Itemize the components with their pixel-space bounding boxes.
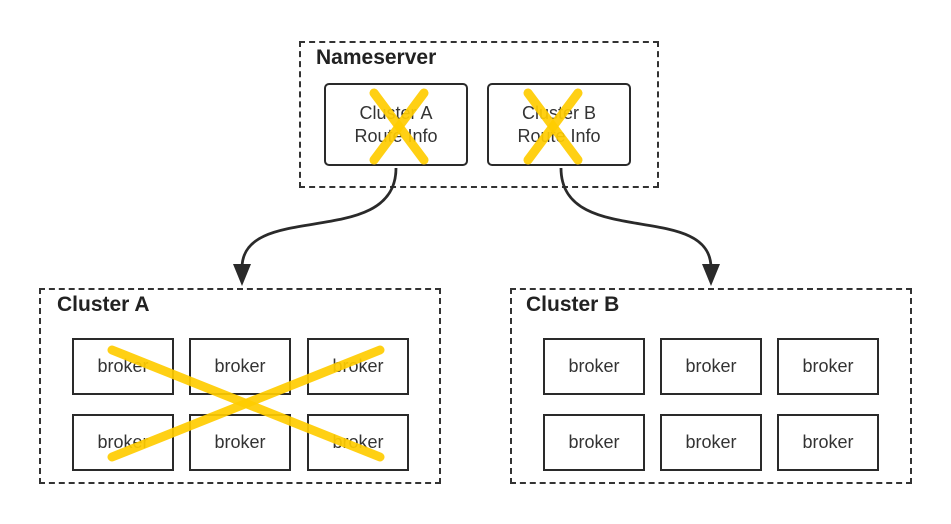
cluster-a-broker-5: broker [189, 414, 291, 471]
cluster-a-broker-2: broker [189, 338, 291, 395]
cluster-b-broker-3: broker [777, 338, 879, 395]
cluster-b-broker-2: broker [660, 338, 762, 395]
cluster-a-route-info: Cluster A Route Info [324, 83, 468, 166]
route-a-line1: Cluster A [359, 103, 433, 123]
cluster-a-broker-3: broker [307, 338, 409, 395]
cluster-a-broker-1: broker [72, 338, 174, 395]
cluster-b-broker-6: broker [777, 414, 879, 471]
nameserver-title: Nameserver [316, 46, 437, 69]
nameserver-group [299, 41, 659, 188]
cluster-b-broker-4: broker [543, 414, 645, 471]
arrowhead-cluster-a [233, 264, 251, 286]
cluster-b-route-info: Cluster B Route Info [487, 83, 631, 166]
cluster-b-broker-5: broker [660, 414, 762, 471]
cluster-a-broker-4: broker [72, 414, 174, 471]
route-a-line2: Route Info [354, 125, 438, 146]
route-b-line2: Route Info [517, 125, 601, 146]
cluster-b-broker-1: broker [543, 338, 645, 395]
route-b-line1: Cluster B [521, 103, 597, 123]
cluster-a-broker-6: broker [307, 414, 409, 471]
cluster-a-group [39, 288, 441, 484]
cluster-a-title: Cluster A [57, 293, 150, 316]
arrowhead-cluster-b [702, 264, 720, 286]
cluster-b-title: Cluster B [526, 293, 620, 316]
cluster-b-group [510, 288, 912, 484]
